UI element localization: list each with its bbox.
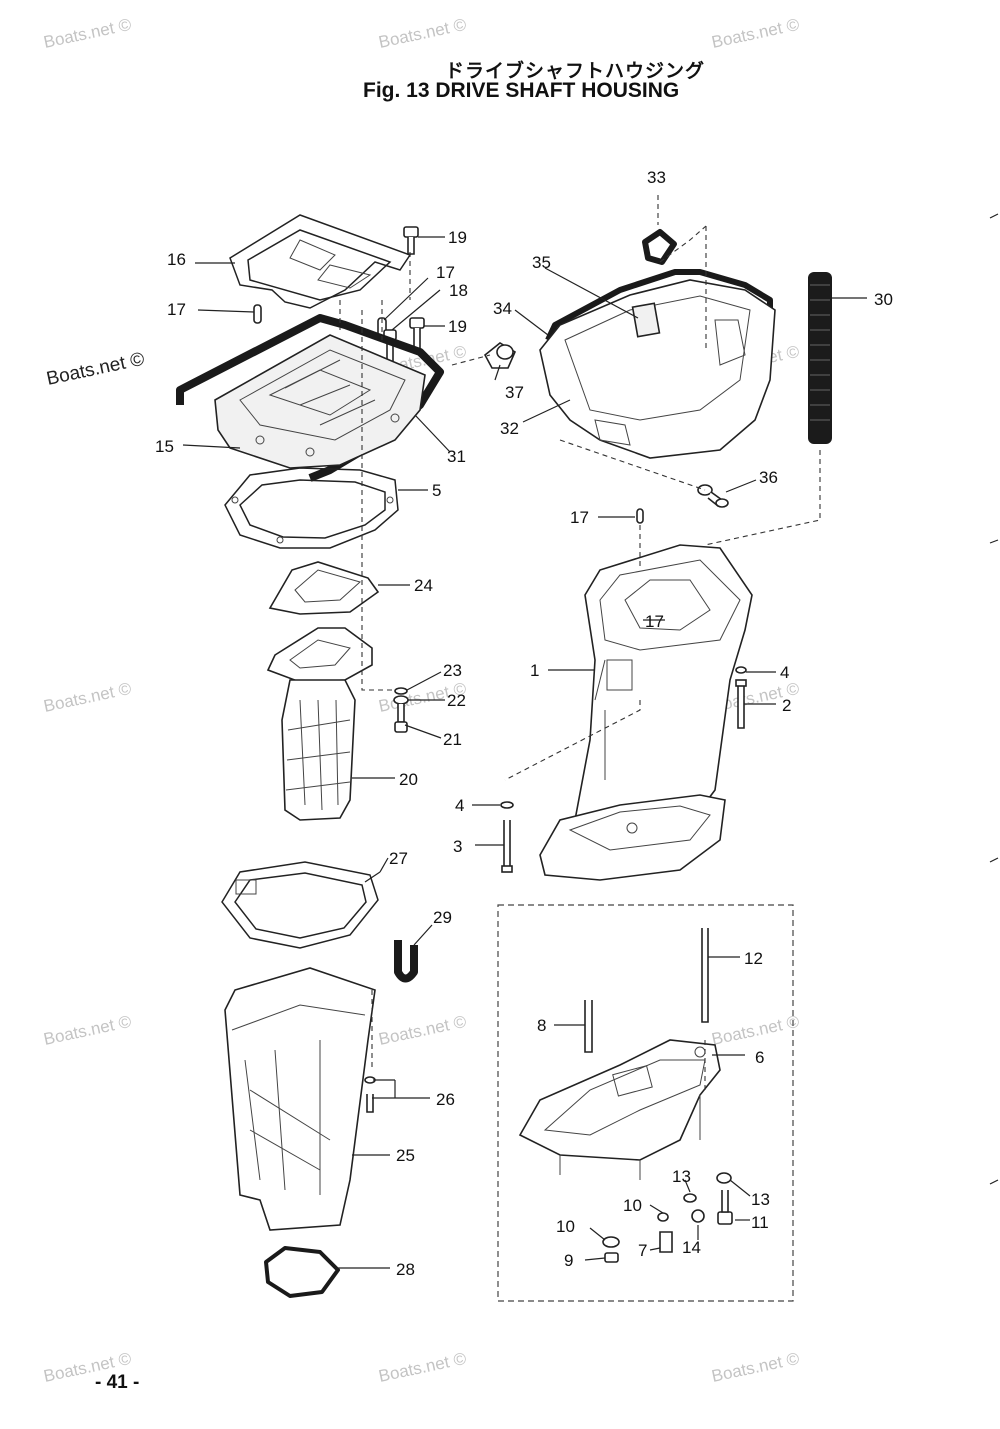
label-33: 33 xyxy=(647,168,666,187)
label-25: 25 xyxy=(396,1146,415,1165)
label-11: 11 xyxy=(751,1213,769,1232)
label-10: 10 xyxy=(623,1196,642,1215)
stud-8 xyxy=(584,1000,593,1053)
label-37: 37 xyxy=(505,383,524,402)
watermark: Boats.net © xyxy=(377,1012,469,1049)
label-34: 34 xyxy=(493,299,512,318)
label-17: 17 xyxy=(436,263,455,282)
detail-box xyxy=(497,904,794,1302)
label-17: 17 xyxy=(167,300,186,319)
label-16: 16 xyxy=(167,250,186,269)
bolt-3 xyxy=(500,801,514,873)
label-15: 15 xyxy=(155,437,174,456)
label-31: 31 xyxy=(447,447,466,466)
drive-shaft-housing-1 xyxy=(539,544,753,881)
page-number: - 41 - xyxy=(95,1372,140,1393)
gasket-28 xyxy=(264,1246,340,1298)
label-5: 5 xyxy=(432,481,441,500)
watermark: Boats.net © xyxy=(377,15,469,52)
label-1: 1 xyxy=(530,661,539,680)
gasket-16 xyxy=(229,214,412,309)
fasteners-26 xyxy=(364,1076,376,1113)
muffler-25 xyxy=(224,967,376,1231)
label-4: 4 xyxy=(780,663,789,682)
label-19: 19 xyxy=(448,317,467,336)
gasket-24 xyxy=(268,561,380,615)
bolt-2 xyxy=(735,666,747,729)
label-27: 27 xyxy=(389,849,408,868)
label-17: 17 xyxy=(645,612,664,631)
label-30: 30 xyxy=(874,290,893,309)
gasket-27 xyxy=(221,861,379,949)
hose-29 xyxy=(394,940,418,983)
diagram-title: Fig. 13 DRIVE SHAFT HOUSING xyxy=(363,79,680,102)
label-3: 3 xyxy=(453,837,462,856)
watermark: Boats.net © xyxy=(710,15,802,52)
exhaust-tube-20 xyxy=(266,627,373,821)
label-2: 2 xyxy=(782,696,791,715)
hardware-7-14 xyxy=(602,1172,733,1263)
label-21: 21 xyxy=(443,730,462,749)
water-tube-30 xyxy=(808,272,832,444)
watermark: Boats.net © xyxy=(710,1012,802,1049)
label-13: 13 xyxy=(751,1190,770,1209)
bolt-36 xyxy=(697,484,729,508)
label-17: 17 xyxy=(570,508,589,527)
label-35: 35 xyxy=(532,253,551,272)
grommet-33 xyxy=(642,229,677,265)
label-10: 10 xyxy=(556,1217,575,1236)
label-18: 18 xyxy=(449,281,468,300)
pin-17-right xyxy=(636,508,644,524)
label-19: 19 xyxy=(448,228,467,247)
extension-plate-6 xyxy=(518,1039,721,1180)
pin-17-left xyxy=(253,304,262,324)
edge-marks xyxy=(989,213,999,1185)
leader-lines xyxy=(182,236,867,1269)
fasteners-21-23 xyxy=(393,687,409,733)
label-26: 26 xyxy=(436,1090,455,1109)
label-12: 12 xyxy=(744,949,763,968)
assembly-lines xyxy=(339,195,821,1090)
bushing-37 xyxy=(483,342,517,369)
watermark: Boats.net © xyxy=(42,15,134,52)
label-36: 36 xyxy=(759,468,778,487)
adapter-plate-15 xyxy=(214,334,426,469)
bolt-19-upper xyxy=(403,226,419,255)
label-14: 14 xyxy=(682,1238,701,1257)
label-29: 29 xyxy=(433,908,452,927)
label-4: 4 xyxy=(455,796,464,815)
stud-12 xyxy=(701,928,709,1023)
watermark: Boats.net © xyxy=(710,1349,802,1386)
label-32: 32 xyxy=(500,419,519,438)
label-6: 6 xyxy=(755,1048,764,1067)
label-28: 28 xyxy=(396,1260,415,1279)
label-9: 9 xyxy=(564,1251,573,1270)
label-20: 20 xyxy=(399,770,418,789)
label-8: 8 xyxy=(537,1016,546,1035)
diagram-title-japanese: ドライブシャフトハウジング xyxy=(445,61,706,82)
part-number-labels: 19 16 17 18 17 19 37 15 31 5 24 23 22 21… xyxy=(155,168,893,1279)
label-22: 22 xyxy=(447,691,466,710)
watermark: Boats.net © xyxy=(377,1349,469,1386)
lower-cowl-32 xyxy=(539,279,776,459)
watermark: Boats.net © xyxy=(42,679,134,716)
label-7: 7 xyxy=(638,1241,647,1260)
watermark: Boats.net © xyxy=(42,1012,134,1049)
label-23: 23 xyxy=(443,661,462,680)
label-13: 13 xyxy=(672,1167,691,1186)
label-24: 24 xyxy=(414,576,433,595)
gasket-5 xyxy=(224,467,399,549)
watermark: Boats.net © xyxy=(45,349,147,390)
